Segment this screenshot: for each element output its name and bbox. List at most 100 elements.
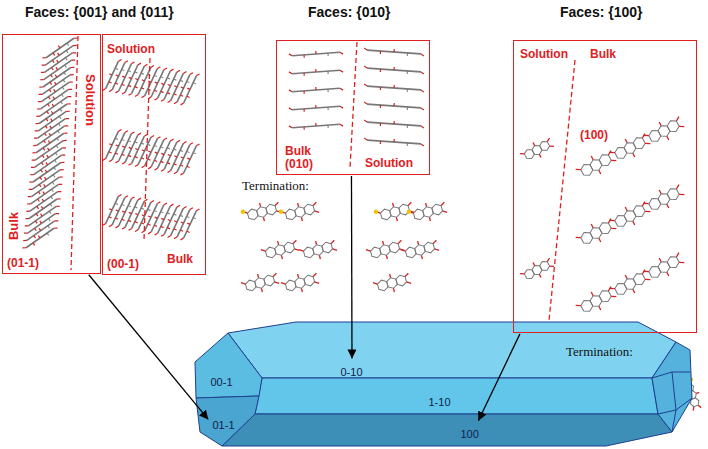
oxygen-bond	[277, 241, 279, 245]
hydrogen-bond	[56, 145, 58, 147]
oxygen-bond	[49, 133, 51, 135]
hydrogen-bond	[141, 143, 144, 144]
molecule-edge-on	[33, 114, 69, 142]
oxygen-bond	[27, 202, 31, 205]
oxygen-bond	[315, 281, 320, 284]
oxygen-bond	[315, 123, 316, 126]
oxygen-bond	[289, 126, 292, 128]
molecule-plane	[184, 146, 197, 173]
oxygen-bond	[109, 89, 112, 93]
oxygen-bond	[47, 155, 49, 157]
termination-caption: Termination:	[242, 179, 309, 194]
oxygen-bond	[315, 69, 316, 72]
hydrogen-bond	[135, 207, 138, 208]
oxygen-bond	[63, 139, 67, 142]
oxygen-bond	[129, 147, 132, 148]
crystal-face	[652, 342, 692, 432]
oxygen-bond	[59, 183, 63, 186]
hydrogen-bond	[63, 80, 65, 82]
text-holder: (010)	[285, 154, 313, 172]
hydrogen-bond	[51, 197, 53, 199]
oxygen-bond	[161, 226, 164, 227]
oxygen-bond	[141, 223, 144, 224]
structure-panel: Bulk(010)Solution	[276, 40, 430, 175]
interface-line	[548, 60, 575, 331]
oxygen-bond	[116, 225, 119, 229]
oxygen-bond	[177, 139, 180, 143]
label-holder: Termination:	[566, 342, 633, 360]
oxygen-bond	[421, 255, 423, 259]
oxygen-bond	[122, 84, 125, 85]
oxygen-bond	[625, 139, 627, 143]
oxygen-bond	[407, 202, 412, 205]
hydrogen-bond	[50, 204, 52, 206]
oxygen-bond	[364, 120, 367, 122]
oxygen-bond	[183, 141, 186, 145]
ring	[579, 298, 594, 313]
oxygen-bond	[611, 158, 616, 162]
ring	[647, 264, 662, 279]
hydrogen-bond	[154, 75, 157, 76]
oxygen-bond	[142, 165, 145, 169]
molecule-edge-on	[37, 85, 73, 113]
oxygen-bond	[263, 217, 265, 221]
oxygen-bond	[533, 262, 535, 265]
oxygen-bond	[397, 240, 402, 243]
molecule-edge-on	[289, 103, 343, 113]
oxygen-bond	[118, 129, 121, 133]
label-holder: Termination:	[242, 176, 309, 194]
hydrogen-bond	[154, 145, 157, 146]
oxygen-bond	[28, 195, 32, 198]
oxygen-bond	[161, 234, 164, 238]
oxygen-bond	[340, 52, 343, 54]
oxygen-bond	[161, 218, 164, 219]
hydrogen-bond	[161, 77, 164, 78]
oxygen-bond	[109, 144, 112, 145]
region-label: (010)	[285, 158, 313, 172]
oxygen-bond	[155, 97, 158, 101]
oxygen-bond	[421, 90, 424, 92]
text-holder: Solution	[90, 97, 142, 115]
oxygen-bond	[34, 136, 38, 139]
face-index: 0-10	[341, 366, 363, 379]
structure-panel: Solution(00-1)Bulk	[102, 34, 206, 275]
oxygen-bond	[625, 275, 627, 279]
oxygen-bond	[261, 288, 263, 292]
oxygen-bond	[128, 155, 131, 156]
hydrogen-bond	[187, 81, 190, 82]
oxygen-bond	[115, 218, 118, 219]
molecule-edge-on	[180, 207, 201, 242]
text-holder: Bulk	[590, 44, 616, 62]
oxygen-bond	[118, 59, 121, 63]
oxygen-bond	[625, 207, 627, 211]
oxygen-bond	[122, 146, 125, 147]
oxygen-bond	[174, 171, 177, 175]
molecule-edge-on	[24, 202, 60, 230]
oxygen-bond	[174, 221, 177, 222]
oxygen-bond	[38, 236, 40, 238]
oxygen-bond	[174, 156, 177, 157]
ring	[632, 271, 647, 286]
molecule-plane	[177, 210, 190, 237]
oxygen-bond	[67, 102, 71, 105]
oxygen-bond	[550, 144, 554, 148]
hydrogen-bond	[174, 79, 177, 80]
oxygen-bond	[36, 214, 38, 216]
crystal-face: 00-1	[208, 371, 237, 386]
ring	[623, 140, 638, 155]
molecule-edge-on	[364, 101, 424, 111]
oxygen-bond	[57, 60, 59, 62]
text-holder: (100)	[580, 125, 608, 143]
oxygen-bond	[659, 258, 661, 262]
oxygen-bond	[54, 89, 56, 91]
molecule-plane	[145, 204, 158, 231]
molecule-plane	[138, 137, 151, 164]
molecule	[406, 198, 448, 226]
oxygen-bond	[45, 126, 47, 128]
molecule-edge-on	[364, 137, 424, 147]
oxygen-bond	[44, 184, 46, 186]
crystal-face: 01-1	[210, 414, 239, 429]
hydrogen-bond	[327, 53, 328, 56]
oxygen-bond	[138, 132, 141, 136]
oxygen-bond	[52, 104, 54, 106]
